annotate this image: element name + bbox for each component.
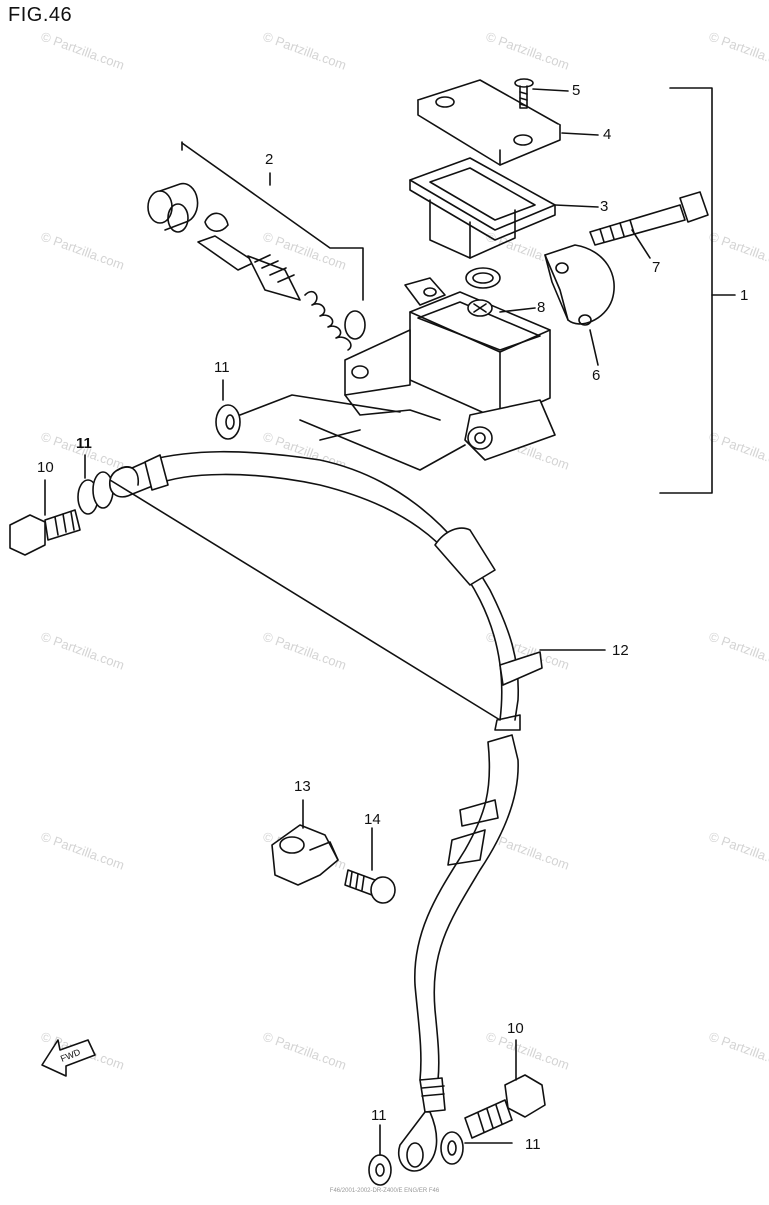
- hose-banjo-bottom: [398, 1111, 438, 1172]
- footer-code: F46/2001-2002-DR-Z400/E ENG/ER F46: [329, 1188, 440, 1194]
- connector-line-b: [299, 419, 466, 471]
- handlebar-holder: [544, 244, 615, 326]
- callout-12: 12: [612, 642, 629, 659]
- holder-bolt: [589, 191, 709, 246]
- washer-bottom-2: [440, 1131, 464, 1165]
- callout-5: 5: [572, 82, 581, 99]
- leader-7: [631, 229, 651, 259]
- fwd-arrow: [41, 1039, 96, 1077]
- watermark-text: © Partzilla.com: [261, 629, 348, 673]
- washer-top: [215, 404, 241, 440]
- callout-10-left: 10: [37, 459, 54, 476]
- callout-7: 7: [652, 259, 661, 276]
- reservoir-cap: [417, 79, 561, 166]
- watermark-layer: © Partzilla.com © Partzilla.com © Partzill…: [39, 29, 769, 1073]
- watermark-text: © Partzilla.com: [39, 829, 126, 873]
- callout-11-top: 11: [214, 359, 230, 376]
- watermark-text: © Partzilla.com: [707, 1029, 769, 1073]
- hose-clamp: [271, 824, 339, 886]
- callout-14: 14: [364, 811, 381, 828]
- piston-kit: [147, 141, 366, 351]
- callout-11-left: 11: [76, 435, 92, 452]
- callout-13: 13: [294, 778, 311, 795]
- leader-3: [554, 204, 599, 208]
- callout-10-bottom: 10: [507, 1020, 524, 1037]
- leader-8: [499, 307, 536, 313]
- banjo-bolt-left: [9, 509, 81, 556]
- watermark-text: © Partzilla.com: [707, 29, 769, 73]
- seal-ring: [465, 267, 501, 289]
- watermark-text: © Partzilla.com: [484, 1029, 571, 1073]
- callout-4: 4: [603, 126, 612, 143]
- callout-1: 1: [740, 287, 749, 304]
- washer-bottom-1: [368, 1154, 392, 1186]
- callout-11-bottom-right: 11: [525, 1136, 541, 1153]
- connector-line-a: [239, 394, 401, 416]
- watermark-text: © Partzilla.com: [707, 229, 769, 273]
- callout-6: 6: [592, 367, 601, 384]
- watermark-text: © Partzilla.com: [484, 29, 571, 73]
- body-screw: [467, 299, 493, 317]
- master-cylinder-body: [319, 277, 556, 461]
- watermark-text: © Partzilla.com: [707, 829, 769, 873]
- watermark-text: © Partzilla.com: [261, 29, 348, 73]
- figure-label: FIG.46: [8, 4, 73, 26]
- watermark-text: © Partzilla.com: [39, 229, 126, 273]
- watermark-text: © Partzilla.com: [707, 629, 769, 673]
- brake-hose: [109, 450, 543, 1113]
- reservoir-diaphragm: [409, 157, 556, 259]
- watermark-text: © Partzilla.com: [707, 429, 769, 473]
- callout-3: 3: [600, 198, 609, 215]
- callout-2: 2: [265, 151, 274, 168]
- watermark-text: © Partzilla.com: [261, 1029, 348, 1073]
- callout-8: 8: [537, 299, 546, 316]
- clamp-screw: [344, 869, 396, 904]
- leader-4: [561, 132, 599, 136]
- leader-5: [532, 88, 569, 92]
- watermark-text: © Partzilla.com: [39, 629, 126, 673]
- banjo-bolt-bottom: [464, 1074, 546, 1139]
- watermark-text: © Partzilla.com: [39, 29, 126, 73]
- cap-screw: [514, 78, 534, 109]
- leader-6: [589, 329, 599, 366]
- callout-11-bottom-left: 11: [371, 1107, 387, 1124]
- assembly-bracket: [659, 87, 713, 494]
